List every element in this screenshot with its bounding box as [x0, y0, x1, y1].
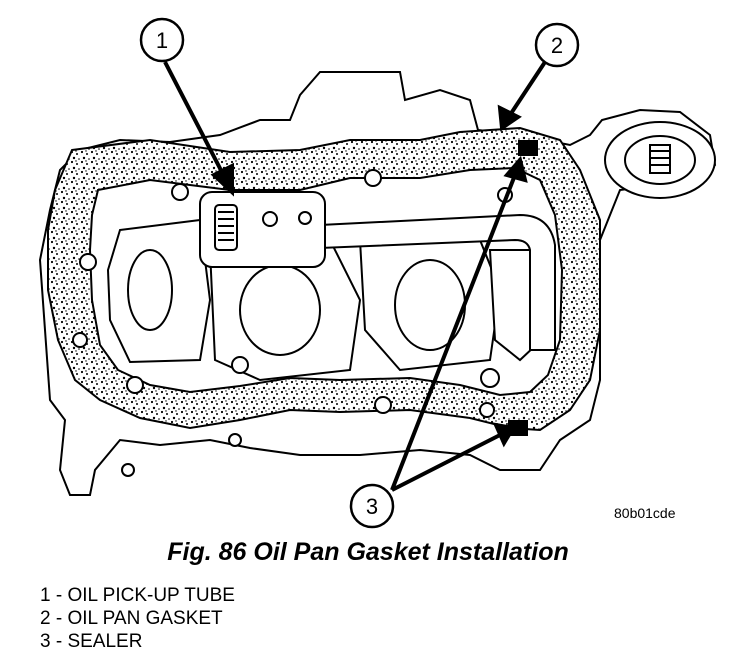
- legend: 1 - OIL PICK-UP TUBE 2 - OIL PAN GASKET …: [40, 584, 235, 653]
- legend-item: 1 - OIL PICK-UP TUBE: [40, 585, 235, 606]
- oil-pan-gasket-illustration: 1 2 3: [38, 17, 717, 529]
- callout-1: 1: [139, 17, 185, 63]
- svg-text:2: 2: [551, 33, 563, 58]
- legend-item: 3 - SEALER: [40, 631, 143, 652]
- svg-text:3: 3: [366, 494, 378, 519]
- leader-lines: [163, 60, 547, 492]
- legend-item: 2 - OIL PAN GASKET: [40, 608, 223, 629]
- figure-caption: Fig. 86 Oil Pan Gasket Installation: [167, 538, 569, 566]
- callout-3: 3: [349, 483, 395, 529]
- image-code: 80b01cde: [614, 505, 676, 521]
- gasket-bolts: [72, 169, 513, 477]
- callout-2: 2: [534, 22, 580, 68]
- svg-text:1: 1: [156, 28, 168, 53]
- oil-filter-adapter: [604, 121, 716, 199]
- sealer-spots: [508, 140, 538, 436]
- crankshaft-area: [106, 218, 554, 382]
- oil-pick-up-tube: [199, 191, 556, 351]
